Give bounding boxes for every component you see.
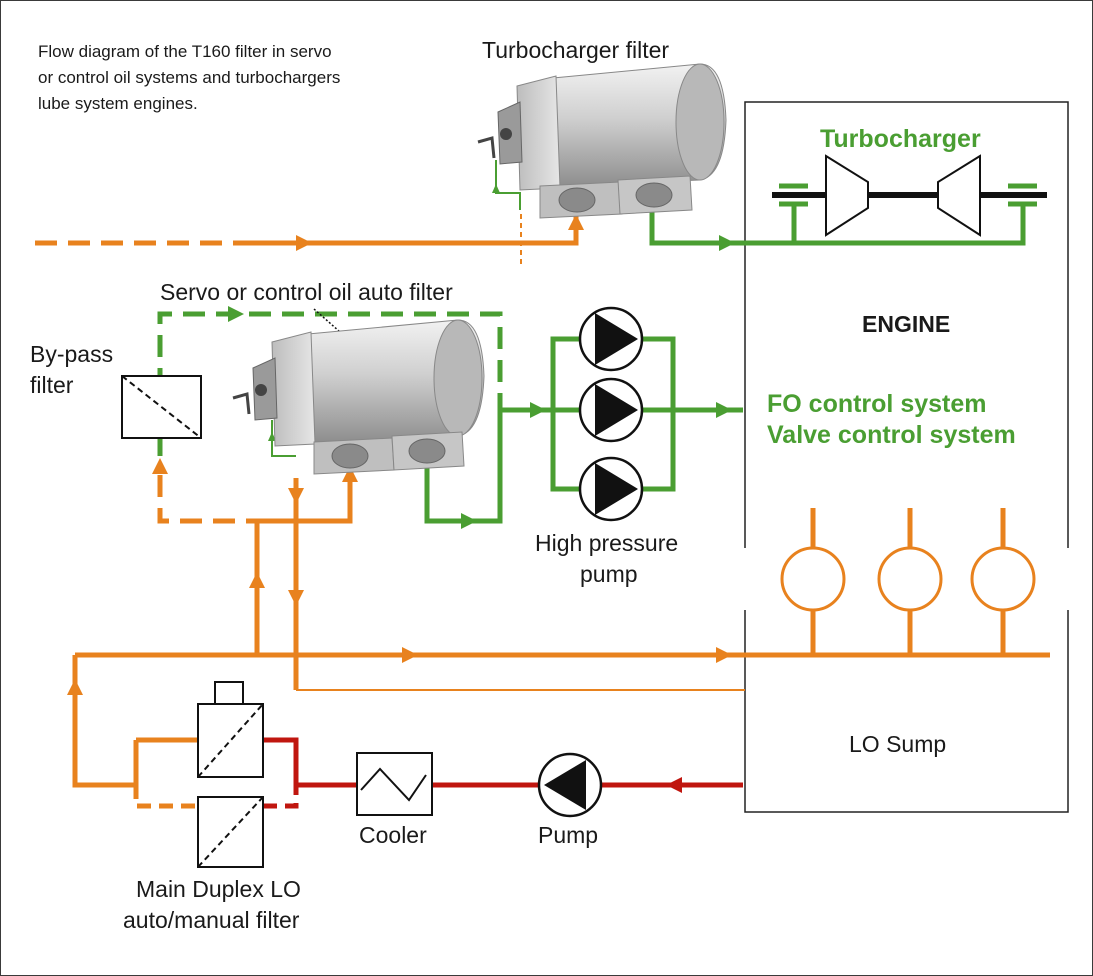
servo-filter-label: Servo or control oil auto filter bbox=[160, 279, 453, 305]
hp-pump-top bbox=[578, 306, 644, 372]
engine-label: ENGINE bbox=[862, 311, 950, 337]
description-line-2: or control oil systems and turbochargers bbox=[38, 68, 340, 87]
pump-label: Pump bbox=[538, 822, 598, 848]
hp-pump-middle bbox=[578, 377, 644, 443]
hp-pump-label-line2: pump bbox=[580, 561, 638, 587]
duplex-label-line1: Main Duplex LO bbox=[136, 876, 301, 902]
engine-gap-left bbox=[740, 548, 750, 610]
drain-arrow-turbo bbox=[492, 184, 500, 193]
lo-sump-label: LO Sump bbox=[849, 731, 946, 757]
green-arrows bbox=[228, 235, 735, 529]
cooler bbox=[356, 752, 433, 816]
red-lines bbox=[263, 737, 743, 809]
valve-control-label: Valve control system bbox=[767, 421, 1016, 449]
orange-arrows bbox=[67, 214, 732, 695]
fo-control-label: FO control system bbox=[767, 390, 987, 418]
turbo-filter-label: Turbocharger filter bbox=[482, 37, 669, 63]
engine-gap-right bbox=[1063, 548, 1073, 610]
description-line-1: Flow diagram of the T160 filter in servo bbox=[38, 42, 332, 61]
engine-box bbox=[744, 101, 1069, 813]
hp-pump-group bbox=[578, 306, 644, 522]
duplex-filter bbox=[197, 681, 264, 868]
bypass-label-line1: By-pass bbox=[30, 341, 113, 367]
drain-arrow-servo bbox=[268, 432, 276, 441]
description-line-3: lube system engines. bbox=[38, 94, 198, 113]
engine-bearings bbox=[780, 546, 1036, 612]
duplex-label-line2: auto/manual filter bbox=[123, 907, 300, 933]
hp-pump-bottom bbox=[578, 456, 644, 522]
servo-filter-image bbox=[232, 319, 485, 475]
red-arrow bbox=[666, 777, 682, 793]
bypass-label-line2: filter bbox=[30, 372, 74, 398]
hp-pump-label-line1: High pressure bbox=[535, 530, 678, 556]
bypass-filter bbox=[121, 375, 202, 439]
cooler-label: Cooler bbox=[359, 822, 427, 848]
turbocharger-label: Turbocharger bbox=[820, 125, 981, 153]
turbocharger-shaft bbox=[772, 154, 1047, 237]
turbo-filter-image bbox=[477, 63, 727, 219]
lo-pump bbox=[537, 752, 603, 818]
